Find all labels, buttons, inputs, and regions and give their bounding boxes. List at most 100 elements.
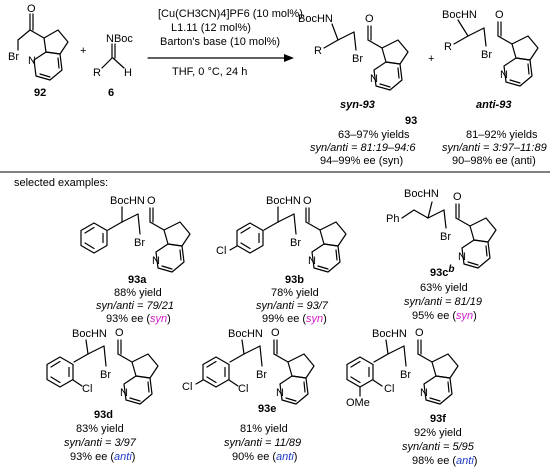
syn-o: O: [365, 13, 374, 25]
svg-text:93b: 93b: [285, 274, 304, 286]
caption-93d: 93d 83% yield syn/anti = 3/97 93% ee (an…: [64, 409, 137, 463]
svg-text:92% yield: 92% yield: [414, 427, 462, 439]
reactant-6-label: 6: [108, 87, 114, 99]
syn-r: R: [314, 45, 322, 57]
svg-text:Br: Br: [290, 237, 301, 249]
svg-text:93a: 93a: [128, 274, 147, 286]
example-93e: BocHN Cl Cl O Br N: [182, 327, 315, 405]
reaction-conditions: [Cu(CH3CN)4]PF6 (10 mol%) L1.11 (12 mol%…: [147, 8, 303, 78]
syn-n: N: [370, 73, 378, 85]
svg-text:Br: Br: [400, 369, 411, 381]
svg-text:syn/anti = 81/19: syn/anti = 81/19: [404, 296, 482, 308]
svg-text:63% yield: 63% yield: [420, 282, 468, 294]
reactant-92-label: 92: [34, 87, 46, 99]
ee-93d: 93% ee (anti): [70, 451, 135, 463]
example-93f: BocHN Cl OMe O Br N: [346, 327, 459, 409]
reactant-92: O Br N 92: [8, 3, 69, 99]
reactant-92-n: N: [28, 55, 36, 67]
svg-text:BocHN: BocHN: [110, 195, 145, 207]
anti-n: N: [500, 69, 508, 81]
svg-text:78% yield: 78% yield: [271, 287, 319, 299]
reactant-6-h: H: [124, 67, 132, 79]
reactant-92-br: Br: [8, 51, 19, 63]
syn-ee: 94–99% ee (syn): [320, 155, 403, 167]
svg-text:N: N: [420, 387, 428, 399]
svg-text:N: N: [308, 255, 316, 267]
syn-93-label: syn-93: [340, 99, 375, 111]
example-93b-cl: Cl: [216, 245, 226, 257]
plus-sign-2: +: [428, 53, 434, 65]
svg-text:93cb: 93cb: [430, 264, 454, 279]
ee-93e: 90% ee (anti): [232, 451, 297, 463]
ee-93f: 98% ee (anti): [412, 455, 477, 467]
svg-text:N: N: [276, 387, 284, 399]
svg-text:81% yield: 81% yield: [240, 423, 288, 435]
anti-bochn: BocHN: [442, 9, 477, 21]
plus-sign-1: +: [80, 45, 86, 57]
svg-text:BocHN: BocHN: [404, 188, 439, 200]
anti-yield: 81–92% yields: [466, 129, 538, 141]
svg-text:93f: 93f: [430, 413, 446, 425]
svg-text:O: O: [115, 327, 124, 339]
svg-text:N: N: [152, 255, 160, 267]
condition-base: Barton's base (10 mol%): [160, 36, 280, 48]
svg-text:Br: Br: [440, 231, 451, 243]
caption-93c: 93cb 63% yield syn/anti = 81/19 95% ee (…: [404, 264, 482, 322]
example-93f-cl: Cl: [384, 383, 394, 395]
example-93d-cl: Cl: [82, 383, 92, 395]
reaction-arrowhead: [284, 54, 294, 62]
svg-text:88% yield: 88% yield: [114, 287, 162, 299]
svg-text:BocHN: BocHN: [266, 195, 301, 207]
reactant-92-o: O: [27, 3, 36, 15]
product-anti-93: BocHN R Br O N anti-93: [442, 9, 539, 111]
example-93b: BocHN Cl O Br N: [216, 195, 347, 273]
example-93e-cl-4: Cl: [182, 381, 192, 393]
svg-text:Br: Br: [100, 369, 111, 381]
svg-text:O: O: [271, 327, 280, 339]
caption-93e: 93e 81% yield syn/anti = 11/89 90% ee (a…: [224, 403, 301, 463]
reactant-6: NBoc R H 6: [93, 33, 133, 99]
svg-text:N: N: [458, 251, 466, 263]
section-title: selected examples:: [14, 177, 108, 189]
ee-93a: 93% ee (syn): [106, 313, 171, 325]
example-93d: BocHN Cl O Br N: [46, 327, 159, 405]
svg-text:Br: Br: [256, 369, 267, 381]
svg-text:O: O: [147, 195, 156, 207]
reactant-6-r: R: [93, 67, 101, 79]
svg-text:O: O: [415, 327, 424, 339]
anti-br: Br: [481, 49, 492, 61]
syn-yield: 63–97% yields: [338, 129, 410, 141]
product-syn-93: BocHN R Br O N syn-93: [298, 13, 409, 111]
example-93f-ome: OMe: [346, 397, 370, 409]
syn-ratio: syn/anti = 81:19–94:6: [310, 142, 416, 154]
svg-text:syn/anti = 3/97: syn/anti = 3/97: [64, 437, 137, 449]
example-93c: BocHN Ph O Br N: [386, 188, 497, 269]
example-93a: BocHN O Br N: [80, 195, 191, 273]
caption-93a: 93a 88% yield syn/anti = 79/21 93% ee (s…: [96, 274, 174, 325]
condition-ligand: L1.11 (12 mol%): [171, 22, 251, 34]
ee-93c: 95% ee (syn): [412, 310, 477, 322]
anti-o: O: [495, 9, 504, 21]
svg-text:83% yield: 83% yield: [76, 423, 124, 435]
svg-text:syn/anti = 93/7: syn/anti = 93/7: [256, 300, 329, 312]
svg-text:93d: 93d: [94, 409, 113, 421]
syn-br: Br: [352, 53, 363, 65]
caption-93f: 93f 92% yield syn/anti = 5/95 98% ee (an…: [402, 413, 477, 467]
svg-text:O: O: [453, 191, 462, 203]
svg-text:N: N: [120, 387, 128, 399]
svg-text:BocHN: BocHN: [228, 328, 263, 340]
anti-r: R: [444, 41, 452, 53]
syn-bochn: BocHN: [298, 13, 333, 25]
svg-text:Br: Br: [134, 237, 145, 249]
svg-text:syn/anti = 11/89: syn/anti = 11/89: [224, 437, 301, 449]
svg-text:93e: 93e: [258, 403, 276, 415]
ee-93b: 99% ee (syn): [262, 313, 327, 325]
example-93e-cl-2: Cl: [238, 383, 248, 395]
reactant-6-nboc: NBoc: [106, 33, 133, 45]
svg-text:BocHN: BocHN: [372, 328, 407, 340]
svg-text:syn/anti = 5/95: syn/anti = 5/95: [402, 441, 475, 453]
svg-text:BocHN: BocHN: [72, 328, 107, 340]
anti-ratio: syn/anti = 3:97–11:89: [442, 142, 547, 154]
condition-solvent: THF, 0 °C, 24 h: [172, 66, 247, 78]
